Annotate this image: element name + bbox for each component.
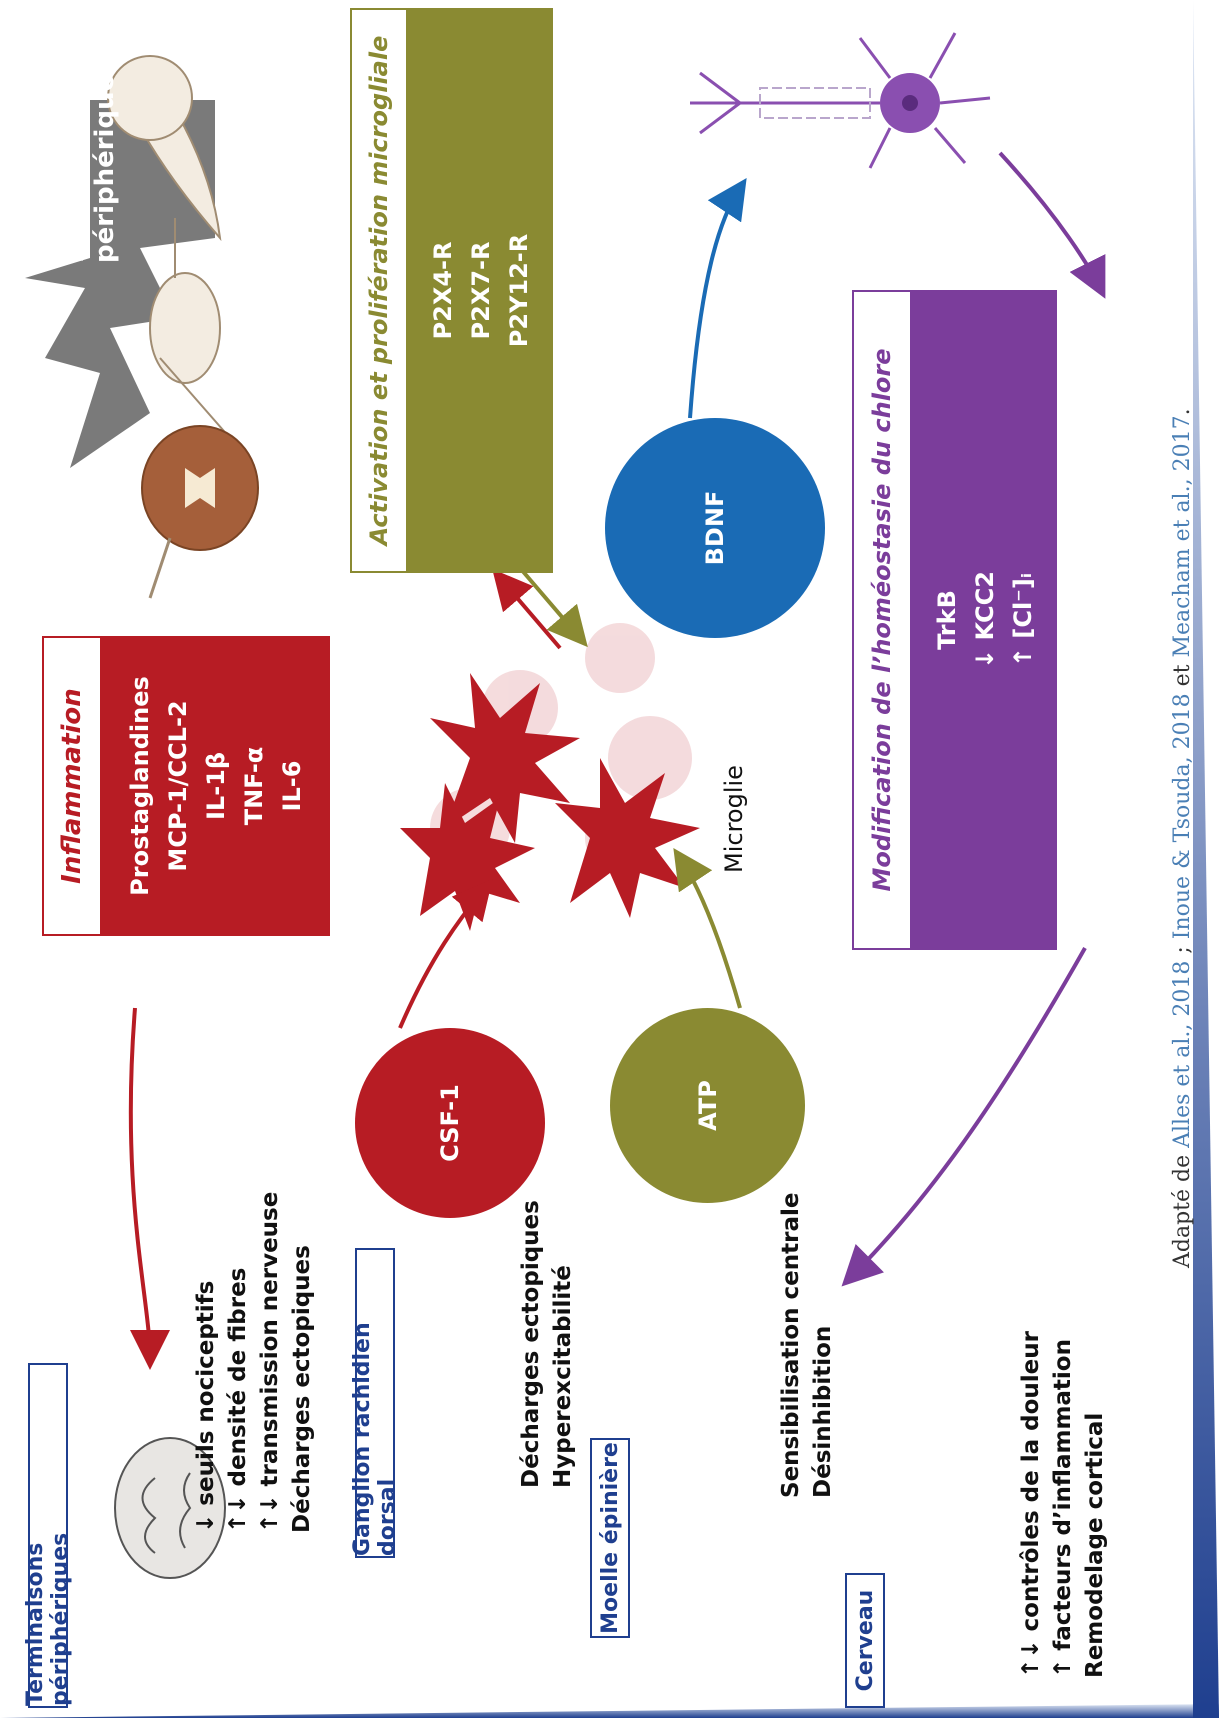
sidebar-header-ganglion: Ganglion rachidien dorsal [350, 1248, 400, 1558]
lesion-label: Lésion périphérique [60, 73, 120, 263]
brain-item: ↑↓ contrôles de la douleur [1018, 1331, 1044, 1678]
arrow-p2-to-microglia [518, 566, 588, 648]
microglial-box: P2X4-R P2X7-R P2Y12-R [408, 8, 553, 573]
gradient-wedge [0, 1704, 1219, 1718]
terminals-item: ↓ seuils nociceptifs [193, 1280, 219, 1533]
chlorine-box: TrkB ↓ KCC2 ↑ [Cl⁻]ᵢ [912, 290, 1057, 950]
nerve-ending-sketch [107, 55, 222, 242]
spinal-list: Sensibilisation centrale Désinhibition [775, 1193, 839, 1498]
inflammation-box: Prostaglandines MCP-1/CCL-2 IL-1β TNF-α … [102, 636, 330, 936]
caption-prefix: Adapté de [1170, 1147, 1195, 1268]
spinal-cord-sketch [141, 425, 259, 599]
chlorine-item: TrkB [932, 590, 961, 650]
arrow-bdnf-to-neuron [688, 178, 747, 419]
inflammation-item: TNF-α [240, 746, 268, 826]
bdnf-circle: BDNF [605, 418, 825, 638]
microglial-item: P2X4-R [428, 241, 457, 340]
terminals-item: ↑↓ densité de fibres [225, 1267, 251, 1533]
caption-sep: ; [1170, 939, 1195, 961]
ganglion-sketch [149, 218, 231, 439]
terminals-list: ↓ seuils nociceptifs ↑↓ densité de fibre… [190, 1192, 318, 1533]
ganglion-item: Hyperexcitabilité [550, 1265, 576, 1488]
terminals-item: ↑↓ transmission nerveuse [257, 1191, 283, 1533]
ganglion-item: Décharges ectopiques [518, 1200, 544, 1488]
chlorine-item: ↓ KCC2 [970, 571, 999, 669]
microglia-label: Microglie [720, 765, 748, 873]
caption-ref-alles[interactable]: Alles et al., 2018 [1170, 960, 1195, 1148]
inflammation-item: IL-1β [202, 751, 230, 821]
caption-sep: et [1170, 657, 1195, 694]
caption-suffix: . [1170, 408, 1195, 416]
brain-item: Remodelage cortical [1082, 1412, 1108, 1678]
atp-circle: ATP [610, 1008, 805, 1203]
sidebar-header-brain: Cerveau [845, 1573, 885, 1708]
microglial-item: P2X7-R [466, 241, 495, 340]
microglial-item: P2Y12-R [504, 233, 533, 348]
arrow-atp-to-microglia [673, 848, 742, 1009]
csf1-circle: CSF-1 [355, 1028, 545, 1218]
arrow-csf1-to-microglia [398, 878, 493, 1029]
source-caption: Adapté de Alles et al., 2018 ; Inoue & T… [1170, 408, 1195, 1268]
sidebar-header-spinal: Moelle épinière [590, 1438, 630, 1638]
microglia-cluster-icon [400, 623, 700, 931]
inflammation-item: IL-6 [278, 760, 306, 812]
inflammation-title: Inflammation [42, 636, 102, 936]
gradient-wedge-bar [1193, 0, 1219, 1718]
brain-sketch-shape [114, 1437, 226, 1579]
terminals-item: Décharges ectopiques [289, 1245, 315, 1533]
spinal-item: Sensibilisation centrale [778, 1192, 804, 1498]
sidebar-header-terminals: Terminaisons périphériques [23, 1363, 73, 1708]
arrow-chlorine-to-spinal [841, 947, 1087, 1287]
caption-ref-inoue[interactable]: Inoue & Tsouda, 2018 [1170, 693, 1195, 940]
microglial-title: Activation et prolifération microgliale [350, 8, 408, 573]
caption-ref-meacham[interactable]: Meacham et al., 2017 [1170, 415, 1195, 658]
ganglion-list: Décharges ectopiques Hyperexcitabilité [515, 1200, 579, 1488]
inflammation-item: MCP-1/CCL-2 [164, 700, 192, 872]
arrow-neuron-to-chlorine [998, 151, 1106, 299]
neuron-icon [690, 32, 991, 169]
lightning-bolt-icon [25, 100, 215, 468]
arrow-inflammation-to-terminals [128, 1007, 170, 1370]
brain-item: ↑ facteurs d’inflammation [1050, 1339, 1076, 1678]
brain-list: ↑↓ contrôles de la douleur ↑ facteurs d’… [1015, 1331, 1111, 1678]
spinal-item: Désinhibition [810, 1325, 836, 1498]
arrow-microglia-to-p2 [492, 568, 562, 650]
chlorine-title: Modification de l’homéostasie du chlore [852, 290, 912, 950]
chlorine-item: ↑ [Cl⁻]ᵢ [1008, 572, 1037, 668]
inflammation-item: Prostaglandines [126, 676, 154, 896]
